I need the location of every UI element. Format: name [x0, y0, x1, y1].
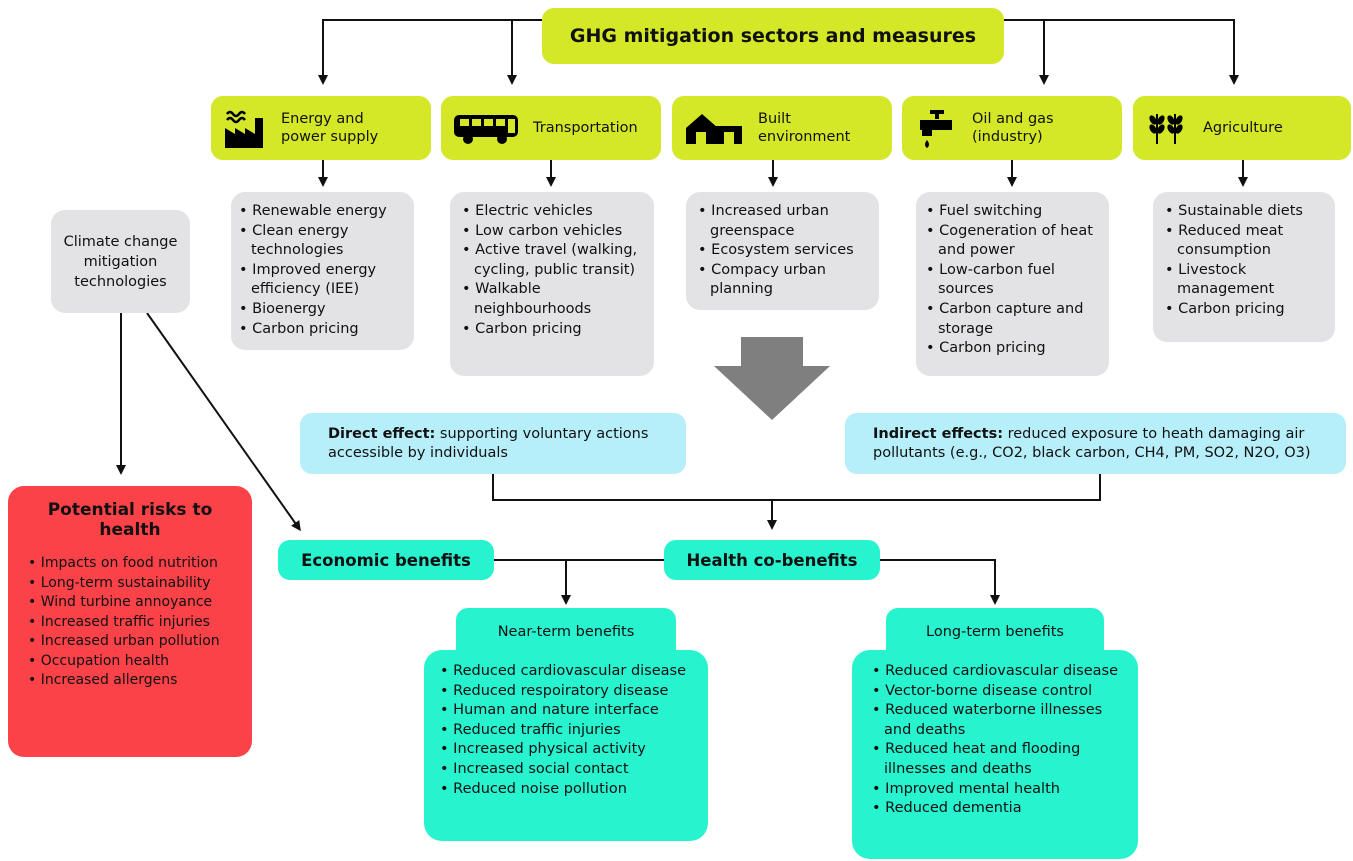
list-item: Reduced noise pollution — [440, 780, 694, 800]
list-item: Compacy urban planning — [698, 261, 867, 300]
health-cobenefits-box: Health co-benefits — [664, 540, 880, 580]
sector-agriculture: Agriculture — [1133, 96, 1351, 160]
transport-measures-list: Electric vehiclesLow carbon vehiclesActi… — [450, 192, 654, 376]
list-item: Walkable neighbourhoods — [462, 280, 642, 319]
list-item: Wind turbine annoyance — [28, 593, 232, 613]
house-icon — [682, 108, 746, 148]
list-item: Carbon pricing — [1165, 300, 1323, 320]
list-item: Increased urban greenspace — [698, 202, 867, 241]
energy-measures-list: Renewable energyClean energy technologie… — [231, 192, 414, 350]
list-item: Improved mental health — [872, 780, 1124, 800]
indirect-effects-text: reduced exposure to heath damaging air p… — [873, 426, 1311, 461]
list-item: Cogeneration of heat and power — [926, 222, 1099, 261]
direct-effect-label: Direct effect: — [328, 426, 436, 442]
built-measures-list: Increased urban greenspaceEcosystem serv… — [686, 192, 879, 310]
list-item: Human and nature interface — [440, 701, 694, 721]
list-item: Vector-borne disease control — [872, 682, 1124, 702]
near-term-title: Near-term benefits — [497, 624, 635, 640]
economic-benefits-box: Economic benefits — [278, 540, 494, 580]
list-item: Ecosystem services — [698, 241, 867, 261]
near-term-list: Reduced cardiovascular diseaseReduced re… — [424, 650, 708, 841]
list-item: Low-carbon fuel sources — [926, 261, 1099, 300]
list-item: Carbon capture and storage — [926, 300, 1099, 339]
tap-icon — [912, 108, 960, 148]
list-item: Reduced heat and flooding illnesses and … — [872, 740, 1124, 779]
list-item: Reduced traffic injuries — [440, 721, 694, 741]
factory-icon — [221, 108, 269, 148]
list-item: Reduced respoiratory disease — [440, 682, 694, 702]
oil-gas-measures-list: Fuel switchingCogeneration of heat and p… — [916, 192, 1109, 376]
sector-label-line2: (industry) — [972, 129, 1043, 145]
sector-energy: Energy and power supply — [211, 96, 431, 160]
list-item: Sustainable diets — [1165, 202, 1323, 222]
sector-label-line1: Energy and — [281, 111, 364, 127]
big-down-arrow — [714, 337, 830, 420]
sector-oil-gas: Oil and gas (industry) — [902, 96, 1122, 160]
sector-label-line1: Agriculture — [1203, 120, 1283, 136]
sector-label-line1: Built — [758, 111, 791, 127]
list-item: Reduced cardiovascular disease — [440, 662, 694, 682]
mitigation-technologies-box: Climate change mitigation technologies — [51, 210, 190, 313]
list-item: Livestock management — [1165, 261, 1323, 300]
list-item: Increased social contact — [440, 760, 694, 780]
long-term-title: Long-term benefits — [926, 624, 1064, 640]
list-item: Reduced cardiovascular disease — [872, 662, 1124, 682]
list-item: Increased physical activity — [440, 740, 694, 760]
wheat-icon — [1143, 108, 1191, 148]
sector-built-environment: Built environment — [672, 96, 892, 160]
indirect-effects-label: Indirect effects: — [873, 426, 1003, 442]
list-item: Reduced waterborne illnesses and deaths — [872, 701, 1124, 740]
list-item: Impacts on food nutrition — [28, 554, 232, 574]
list-item: Bioenergy — [239, 300, 406, 320]
direct-effect-box: Direct effect: supporting voluntary acti… — [300, 413, 686, 474]
list-item: Carbon pricing — [462, 320, 642, 340]
sector-label-line1: Transportation — [533, 120, 638, 136]
list-item: Renewable energy — [239, 202, 406, 222]
list-item: Electric vehicles — [462, 202, 642, 222]
bus-icon — [451, 108, 521, 148]
health-cobenefits-label: Health co-benefits — [686, 550, 858, 570]
list-item: Reduced dementia — [872, 799, 1124, 819]
list-item: Long-term sustainability — [28, 574, 232, 594]
page-title: GHG mitigation sectors and measures — [542, 8, 1004, 64]
sector-transportation: Transportation — [441, 96, 661, 160]
list-item: Reduced meat consumption — [1165, 222, 1323, 261]
mitigation-technologies-label: Climate change mitigation technologies — [63, 233, 178, 290]
potential-risks-box: Potential risks to health Impacts on foo… — [8, 486, 252, 757]
list-item: Increased allergens — [28, 671, 232, 691]
sector-label-line2: environment — [758, 129, 851, 145]
list-item: Low carbon vehicles — [462, 222, 642, 242]
list-item: Improved energy efficiency (IEE) — [239, 261, 406, 300]
list-item: Clean energy technologies — [239, 222, 406, 261]
potential-risks-title: Potential risks to health — [47, 500, 213, 540]
list-item: Increased urban pollution — [28, 632, 232, 652]
list-item: Increased traffic injuries — [28, 613, 232, 633]
list-item: Carbon pricing — [239, 320, 406, 340]
direct-effect-text: supporting voluntary actions accessible … — [328, 426, 649, 461]
sector-label-line2: power supply — [281, 129, 379, 145]
economic-benefits-label: Economic benefits — [301, 550, 471, 570]
list-item: Occupation health — [28, 652, 232, 672]
indirect-effects-box: Indirect effects: reduced exposure to he… — [845, 413, 1346, 474]
agriculture-measures-list: Sustainable dietsReduced meat consumptio… — [1153, 192, 1335, 342]
sector-label-line1: Oil and gas — [972, 111, 1054, 127]
long-term-list: Reduced cardiovascular diseaseVector-bor… — [852, 650, 1138, 859]
list-item: Active travel (walking, cycling, public … — [462, 241, 642, 280]
list-item: Carbon pricing — [926, 339, 1099, 359]
list-item: Fuel switching — [926, 202, 1099, 222]
